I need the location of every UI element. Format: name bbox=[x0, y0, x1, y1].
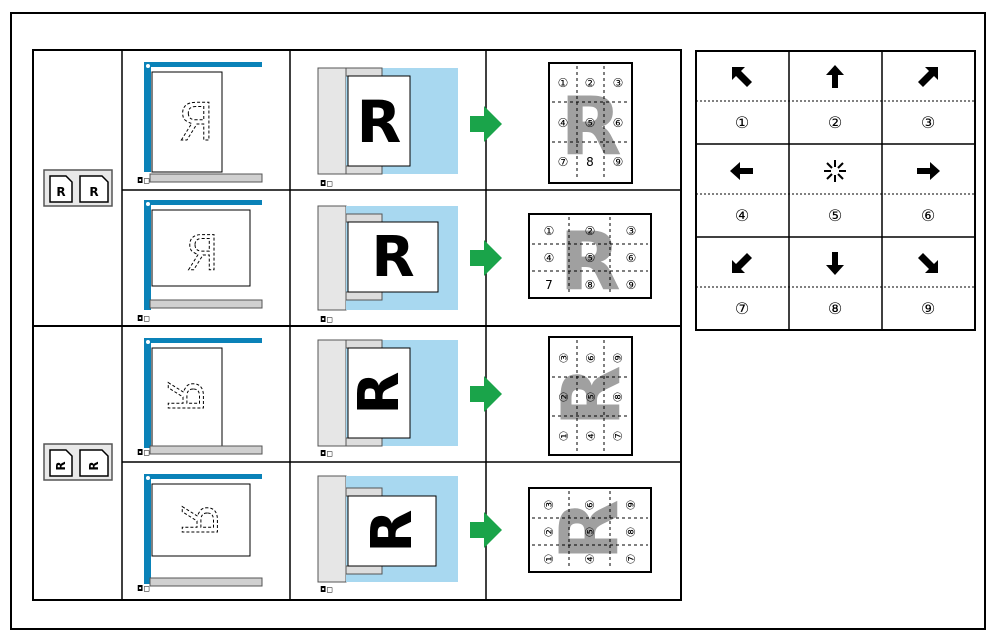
portrait-original-selector-icon: R R bbox=[43, 169, 113, 207]
glass-view-1: Я ◘◻ bbox=[137, 62, 263, 185]
svg-text:⑥: ⑥ bbox=[583, 500, 597, 511]
corner-marks-1: ◘◻ bbox=[137, 176, 150, 185]
svg-text:④: ④ bbox=[584, 431, 598, 442]
landscape-icon-letter-2: R bbox=[87, 461, 101, 470]
green-arrow-icon bbox=[470, 512, 502, 548]
glass-view-3: Я ◘◻ bbox=[137, 338, 263, 457]
mirrored-letter-1: Я bbox=[178, 93, 214, 153]
svg-text:①: ① bbox=[557, 431, 571, 442]
adf-view-3: R ◘◻ bbox=[317, 339, 458, 458]
svg-text:②: ② bbox=[542, 527, 556, 538]
svg-text:④: ④ bbox=[544, 251, 555, 265]
mirrored-letter-3: Я bbox=[156, 379, 212, 412]
up-right-arrow-icon bbox=[918, 67, 938, 87]
svg-text:⑨: ⑨ bbox=[624, 500, 638, 511]
svg-text:⑥: ⑥ bbox=[613, 116, 624, 130]
svg-text:⑤: ⑤ bbox=[585, 116, 596, 130]
svg-text:②: ② bbox=[585, 76, 596, 90]
legend-number: ⑧ bbox=[828, 299, 842, 318]
landscape-icon-letter-1: R bbox=[54, 461, 68, 470]
svg-text:③: ③ bbox=[613, 76, 624, 90]
svg-text:7: 7 bbox=[545, 278, 553, 292]
corner-marks-2: ◘◻ bbox=[137, 314, 150, 323]
mirrored-letter-2: Я bbox=[185, 226, 218, 282]
up-arrow-icon bbox=[826, 65, 844, 88]
legend-number: ① bbox=[735, 113, 749, 132]
result-grid-1: R ① ② ③ ④ ⑤ ⑥ ⑦ 8 ⑨ bbox=[548, 62, 633, 184]
legend-number: ③ bbox=[921, 113, 935, 132]
svg-text:⑧: ⑧ bbox=[611, 392, 625, 403]
adf-view-4: R ◘◻ bbox=[317, 475, 458, 594]
svg-text:⑦: ⑦ bbox=[611, 431, 625, 442]
svg-text:④: ④ bbox=[583, 554, 597, 565]
legend-number: ⑤ bbox=[828, 206, 842, 225]
svg-text:①: ① bbox=[558, 76, 569, 90]
adf-letter-1: R bbox=[357, 88, 402, 156]
result-letter-3: R bbox=[545, 365, 638, 427]
legend-number: ⑦ bbox=[735, 299, 749, 318]
up-left-arrow-icon bbox=[732, 67, 752, 87]
center-sparkle-icon bbox=[824, 160, 846, 182]
portrait-icon-letter-1: R bbox=[56, 185, 65, 199]
right-arrow-icon bbox=[917, 162, 940, 180]
svg-text:⑨: ⑨ bbox=[626, 278, 637, 292]
svg-text:③: ③ bbox=[557, 353, 571, 364]
svg-text:①: ① bbox=[544, 224, 555, 238]
svg-text:③: ③ bbox=[626, 224, 637, 238]
portrait-icon-letter-2: R bbox=[89, 185, 98, 199]
position-legend: ① ② ③ ④ ⑤ ⑥ ⑦ ⑧ ⑨ bbox=[695, 50, 976, 331]
adf-letter-4: R bbox=[360, 509, 425, 552]
svg-text:②: ② bbox=[585, 224, 596, 238]
adf-letter-2: R bbox=[371, 225, 414, 290]
result-letter-1: R bbox=[560, 80, 622, 173]
green-arrow-icon bbox=[470, 240, 502, 276]
legend-number: ⑨ bbox=[921, 299, 935, 318]
adf-corner-marks-2: ◘◻ bbox=[320, 315, 333, 324]
green-arrow-icon bbox=[470, 376, 502, 412]
adf-corner-marks-1: ◘◻ bbox=[320, 179, 333, 188]
legend-number: ⑥ bbox=[921, 206, 935, 225]
down-arrow-icon bbox=[826, 252, 844, 275]
svg-text:⑦: ⑦ bbox=[624, 554, 638, 565]
svg-text:⑨: ⑨ bbox=[613, 155, 624, 169]
green-arrow-icon bbox=[470, 106, 502, 142]
svg-text:⑥: ⑥ bbox=[626, 251, 637, 265]
adf-view-1: R ◘◻ bbox=[317, 67, 458, 188]
adf-letter-3: R bbox=[347, 371, 412, 414]
glass-view-2: Я ◘◻ bbox=[137, 200, 263, 323]
svg-text:⑤: ⑤ bbox=[585, 251, 596, 265]
corner-marks-4: ◘◻ bbox=[137, 584, 150, 593]
figure-frame bbox=[10, 12, 986, 630]
adf-corner-marks-4: ◘◻ bbox=[320, 585, 333, 594]
svg-text:②: ② bbox=[557, 392, 571, 403]
result-grid-4: R ③ ⑥ ⑨ ② ⑤ ⑧ ① ④ ⑦ bbox=[528, 487, 652, 573]
svg-text:⑤: ⑤ bbox=[583, 527, 597, 538]
legend-number: ② bbox=[828, 113, 842, 132]
svg-text:⑧: ⑧ bbox=[624, 527, 638, 538]
svg-text:③: ③ bbox=[542, 500, 556, 511]
svg-text:⑦: ⑦ bbox=[558, 155, 569, 169]
svg-text:④: ④ bbox=[558, 116, 569, 130]
svg-text:8: 8 bbox=[586, 155, 594, 169]
glass-view-4: Я ◘◻ bbox=[137, 474, 263, 593]
left-arrow-icon bbox=[730, 162, 753, 180]
adf-view-2: R ◘◻ bbox=[317, 205, 458, 324]
svg-text:⑧: ⑧ bbox=[585, 278, 596, 292]
svg-text:⑤: ⑤ bbox=[584, 392, 598, 403]
landscape-original-selector-icon: R R bbox=[43, 443, 113, 481]
legend-number: ④ bbox=[735, 206, 749, 225]
svg-text:①: ① bbox=[542, 554, 556, 565]
mirrored-letter-4: Я bbox=[170, 503, 226, 536]
result-grid-2: R ① ② ③ ④ ⑤ ⑥ 7 ⑧ ⑨ bbox=[528, 213, 652, 308]
adf-corner-marks-3: ◘◻ bbox=[320, 449, 333, 458]
svg-text:⑨: ⑨ bbox=[611, 353, 625, 364]
down-left-arrow-icon bbox=[732, 253, 752, 273]
svg-text:⑥: ⑥ bbox=[584, 353, 598, 364]
down-right-arrow-icon bbox=[918, 253, 938, 273]
result-letter-4: R bbox=[543, 499, 636, 561]
result-grid-3: R ③ ⑥ ⑨ ② ⑤ ⑧ ① ④ ⑦ bbox=[545, 336, 638, 456]
orientation-table bbox=[32, 49, 682, 601]
corner-marks-3: ◘◻ bbox=[137, 448, 150, 457]
